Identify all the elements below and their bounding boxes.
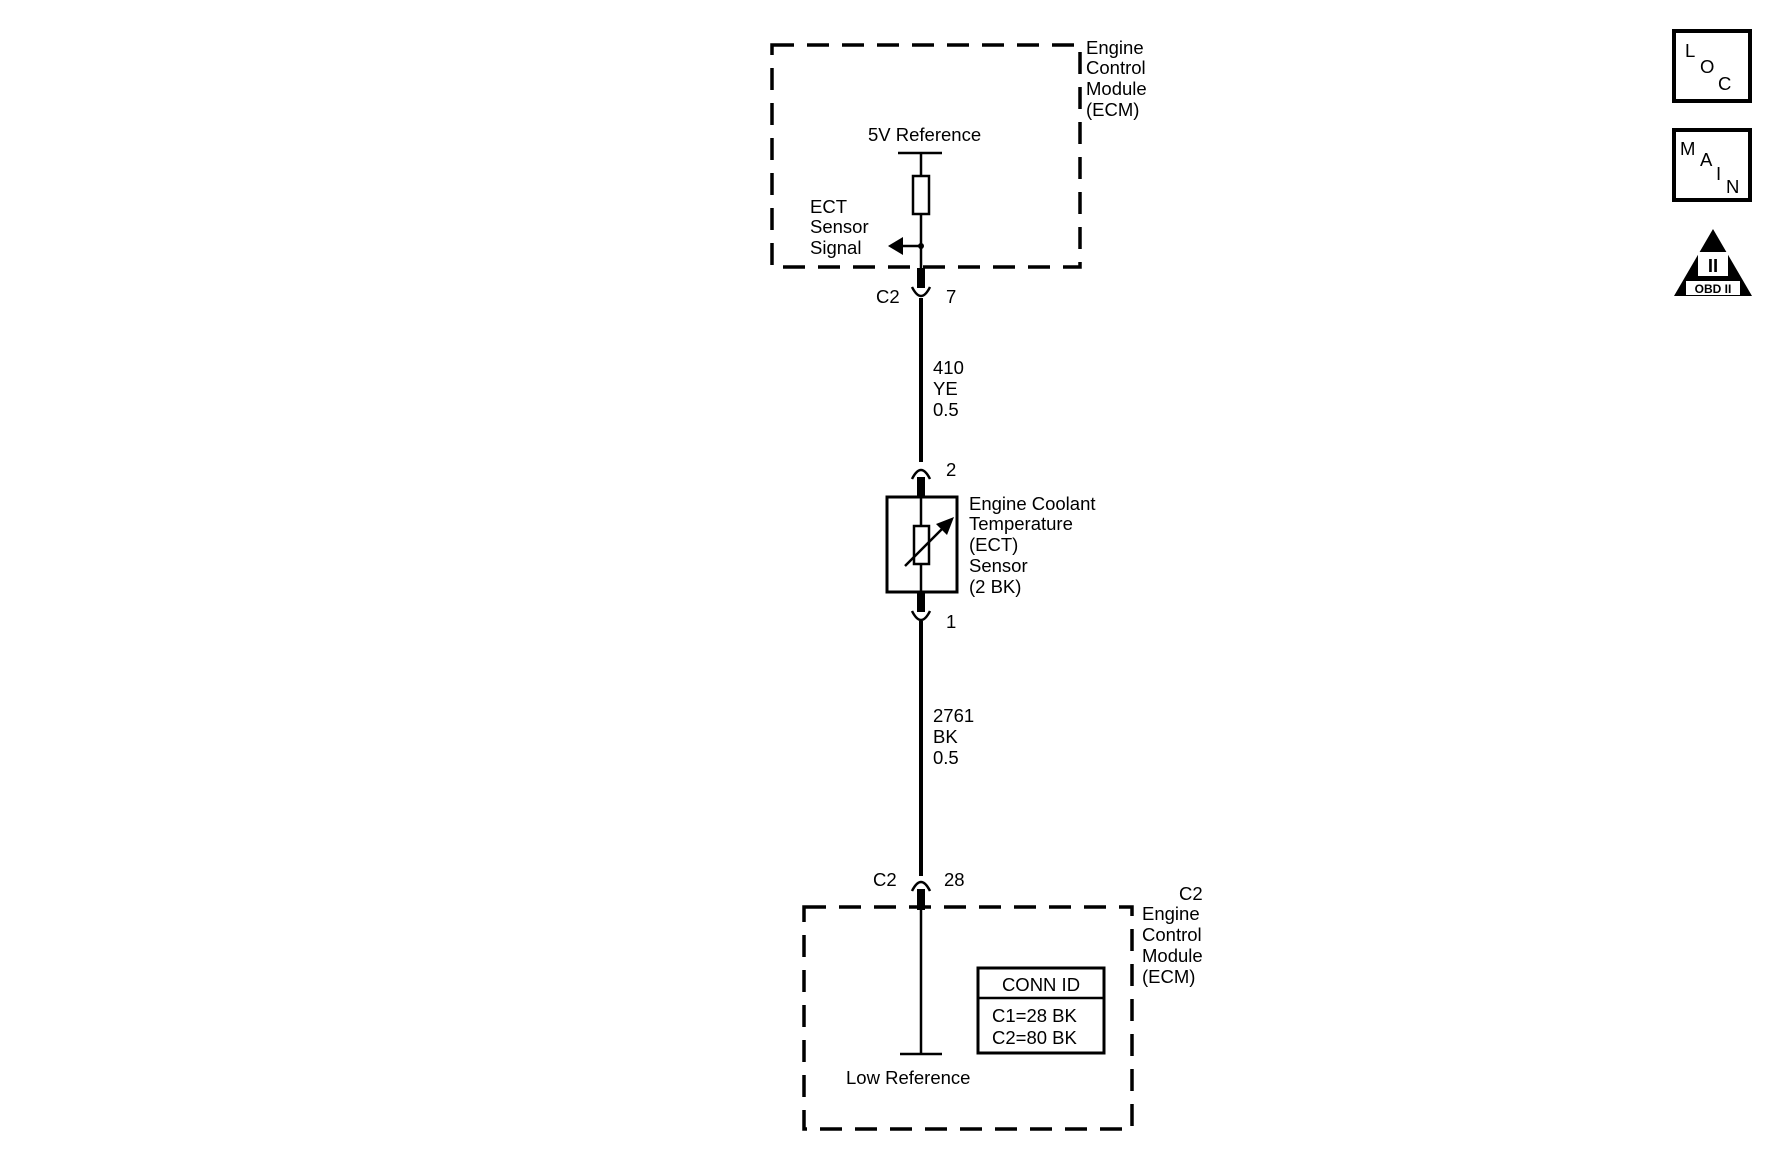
wire-2761-label: 2761 BK 0.5 (933, 705, 979, 768)
sensor-pin-1: 1 (946, 611, 956, 632)
obd-ii-label-box (1686, 281, 1740, 295)
connector-pin-2-icon (910, 468, 932, 480)
bottom-ecm-boundary (802, 905, 1134, 1131)
loc-button-frame (1672, 29, 1752, 103)
ect-sensor: Engine Coolant Temperature (ECT) Sensor … (885, 493, 1101, 597)
pullup-resistor (911, 174, 931, 216)
loc-button[interactable]: L O C (1672, 29, 1752, 103)
connector-c2-28-icon (910, 880, 932, 892)
top-connector-pin: 7 (946, 286, 956, 307)
obd-ii-label: OBD II (1695, 282, 1732, 296)
conn-id-box (976, 966, 1106, 1055)
conn-id-title: CONN ID (1002, 974, 1080, 995)
variable-arrow-head-icon (936, 517, 954, 535)
main-button-frame (1672, 128, 1752, 202)
variable-arrow-shaft (904, 523, 948, 567)
connector-pin-1-icon (910, 610, 932, 622)
main-letter-m: M (1680, 138, 1695, 159)
conn-id-row-c2: C2=80 BK (992, 1027, 1078, 1048)
5v-reference-label: 5V Reference (868, 124, 981, 145)
ect-signal-label: ECT Sensor Signal (810, 196, 874, 258)
low-reference-label: Low Reference (846, 1067, 970, 1088)
loc-letter-c: C (1718, 73, 1731, 94)
conn-id-table: CONN ID C1=28 BK C2=80 BK (976, 966, 1106, 1055)
main-letter-n: N (1726, 176, 1739, 197)
obd-ii-button[interactable]: II OBD II (1674, 229, 1752, 296)
top-connector: C2 7 (876, 286, 956, 307)
conn-id-row-c1: C1=28 BK (992, 1005, 1078, 1026)
main-button[interactable]: M A I N (1672, 128, 1752, 202)
loc-letter-o: O (1700, 56, 1714, 77)
top-ecm-module: Engine Control Module (ECM) 5V Reference… (770, 37, 1152, 288)
top-connector-id: C2 (876, 286, 900, 307)
connector-c2-7-icon (910, 286, 932, 298)
wire-410-label: 410 YE 0.5 (933, 357, 969, 420)
obd-ii-numeral-box (1698, 252, 1728, 276)
main-letter-a: A (1700, 149, 1713, 170)
bottom-ecm-name: C2 Engine Control Module (ECM) (1142, 883, 1208, 987)
bottom-connector-pin: 28 (944, 869, 965, 890)
obd-ii-numeral: II (1708, 255, 1718, 276)
bottom-connector: C2 28 (873, 869, 965, 910)
loc-letter-l: L (1685, 40, 1695, 61)
top-ecm-name: Engine Control Module (ECM) (1086, 37, 1152, 120)
sensor-pin-2: 2 (946, 459, 956, 480)
bottom-ecm-module: C2 Engine Control Module (ECM) Low Refer… (802, 883, 1208, 1131)
signal-arrow-icon (888, 237, 903, 255)
ect-sensor-name: Engine Coolant Temperature (ECT) Sensor … (969, 493, 1101, 597)
top-ecm-boundary (770, 43, 1082, 269)
main-letter-i: I (1716, 163, 1721, 184)
bottom-connector-id: C2 (873, 869, 897, 890)
